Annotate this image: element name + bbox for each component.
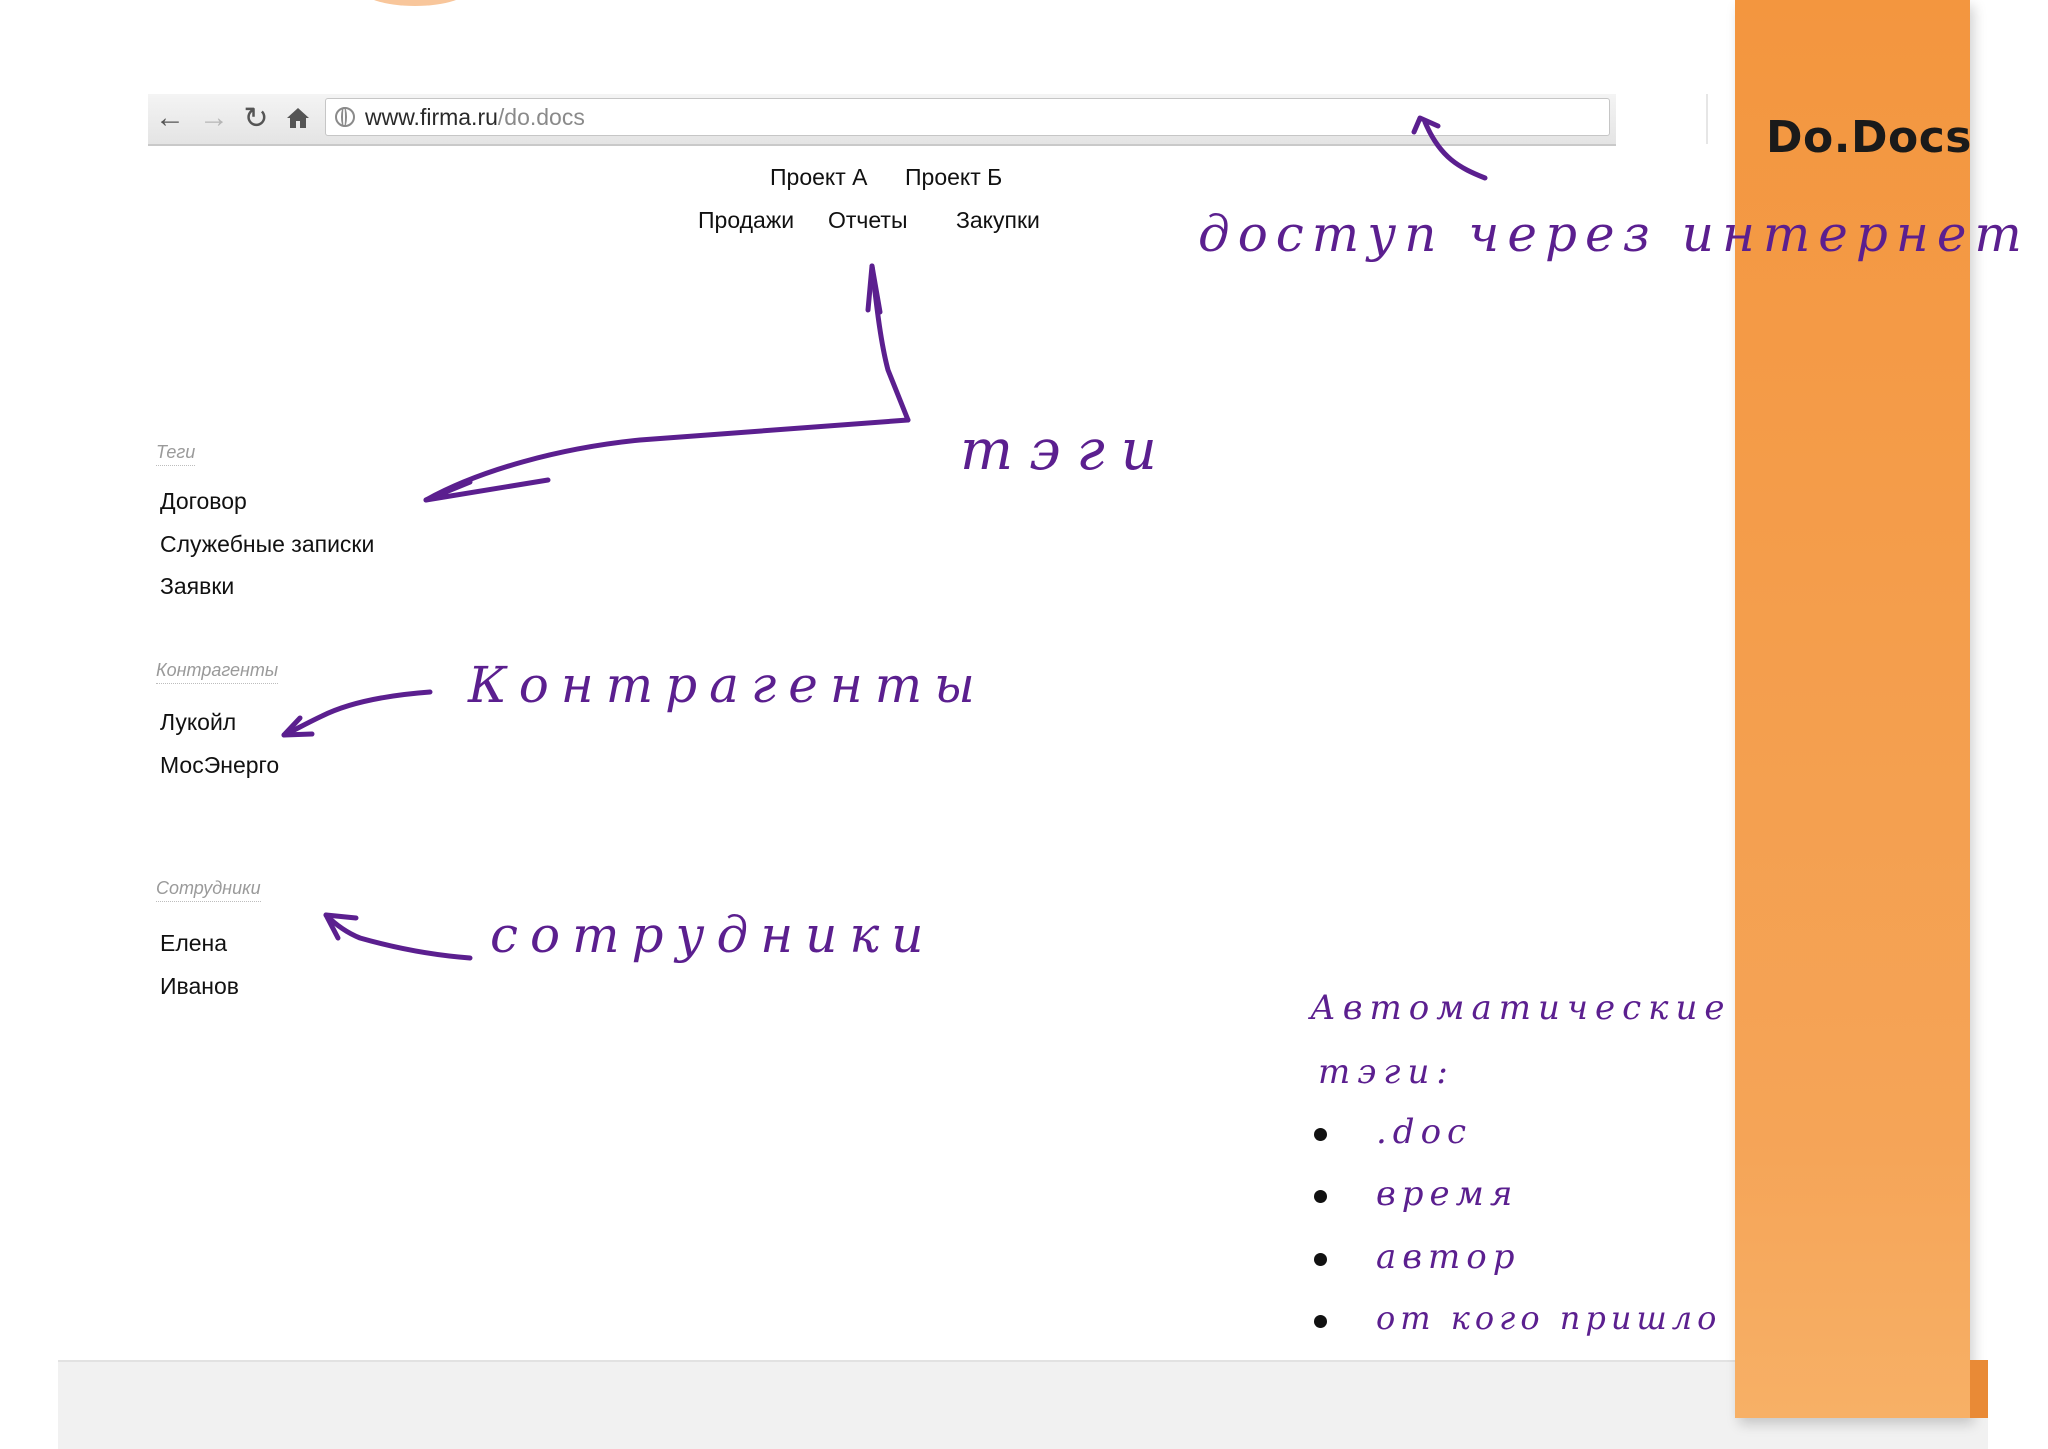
back-button[interactable]: ← [152,100,188,136]
home-button[interactable] [280,100,316,136]
contractor-item-mosenergo[interactable]: МосЭнерго [160,752,280,778]
url-path: /do.docs [497,103,585,130]
nav-sales[interactable]: Продажи [698,207,795,233]
home-icon [287,108,309,128]
reload-button[interactable]: ↻ [238,100,274,136]
arrow-to-nav-head [865,263,883,315]
annotation-contractors: Контрагенты [468,656,987,714]
arrow-to-tags-head [423,477,551,503]
arrow-to-employees-head [323,912,359,941]
arrow-left-icon: ← [155,101,185,134]
tag-item-memos[interactable]: Служебные записки [160,531,375,557]
arrow-to-contractors-head [281,715,315,738]
annotation-tags: тэги [960,418,1173,483]
arrow-to-address-bar-head [1411,115,1441,135]
employee-item-elena[interactable]: Елена [160,930,228,956]
arrow-to-employees [323,912,473,961]
tag-item-requests[interactable]: Заявки [160,573,235,599]
nav-project-a[interactable]: Проект А [770,164,868,190]
url-text: www.firma.ru/do.docs [365,104,585,131]
annotation-auto-tag-sender: от кого пришло [1376,1299,1722,1337]
bullet-dot [1314,1315,1327,1328]
employees-section-title: Сотрудники [156,878,261,902]
annotation-auto-tag-doc: .doc [1376,1112,1473,1152]
toolbar-divider [1706,94,1708,144]
address-bar[interactable]: www.firma.ru/do.docs [325,98,1610,136]
arrow-right-icon: → [199,101,229,134]
annotation-auto-tags-title-line1: Автоматические [1310,988,1732,1028]
annotation-auto-tags-title-line2: тэги: [1318,1052,1455,1092]
globe-icon [335,107,355,127]
forward-button[interactable]: → [196,100,232,136]
annotation-auto-tag-author: автор [1376,1237,1521,1277]
tag-item-contract[interactable]: Договор [160,488,247,514]
contractors-section-title: Контрагенты [156,660,279,684]
brand-logo-text: Do.Docs [1766,112,1972,163]
logo-fragment [360,0,470,6]
bullet-dot [1314,1253,1327,1266]
annotation-employees: сотрудники [490,906,936,964]
nav-project-b[interactable]: Проект Б [905,164,1003,190]
arrow-to-contractors [281,689,433,738]
footer-band [58,1360,1988,1449]
arrow-to-address-bar [1422,119,1488,181]
orange-side-band [1735,0,1970,1418]
contractor-item-lukoil[interactable]: Лукойл [160,709,237,735]
url-host: www.firma.ru [365,103,498,130]
nav-purchases[interactable]: Закупки [956,207,1040,233]
tags-section-title: Теги [156,442,196,466]
orange-band-fold [1970,1360,1988,1418]
nav-reports[interactable]: Отчеты [828,207,908,233]
annotation-internet-access: доступ через интернет [1198,205,2030,263]
bullet-dot [1314,1128,1327,1141]
reload-icon: ↻ [243,101,269,135]
annotation-auto-tag-time: время [1376,1174,1519,1214]
employee-item-ivanov[interactable]: Иванов [160,973,239,999]
bullet-dot [1314,1190,1327,1203]
browser-toolbar: ← → ↻ www.firma.ru/do.docs [148,94,1616,146]
